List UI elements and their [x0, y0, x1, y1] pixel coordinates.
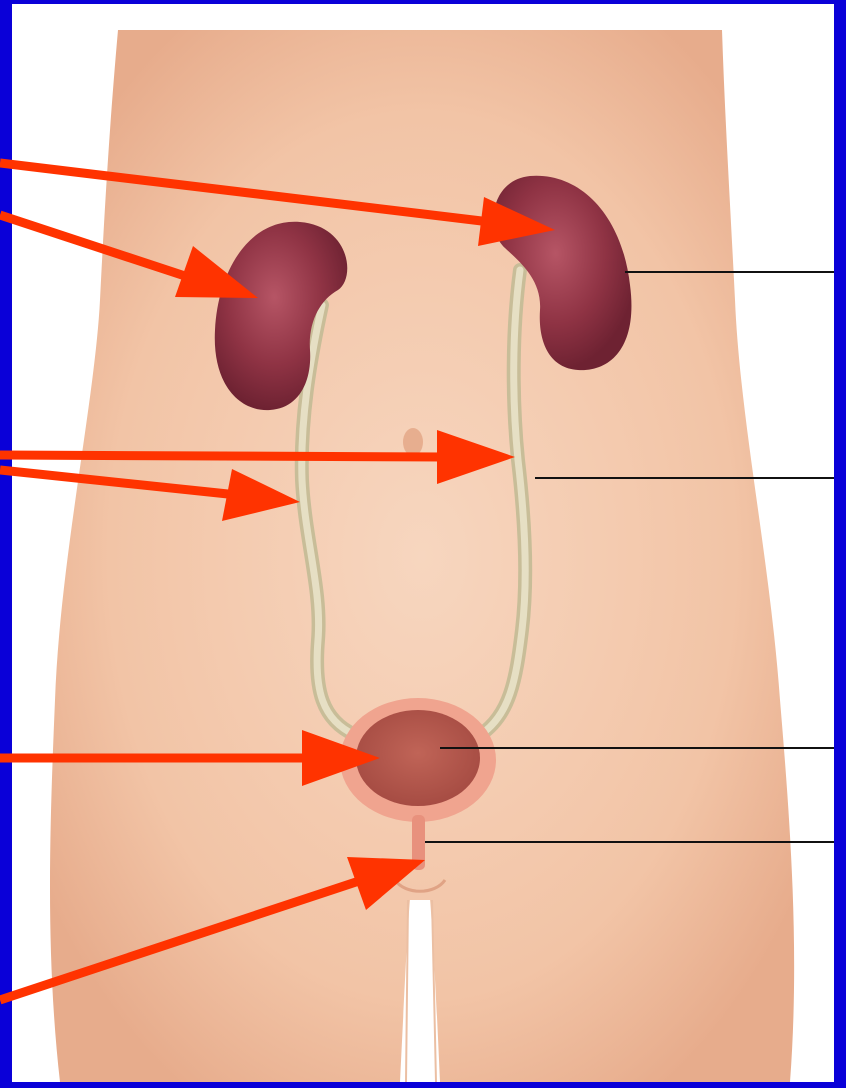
navel	[403, 428, 423, 456]
arrow-shaft-right-ureter	[0, 455, 445, 457]
